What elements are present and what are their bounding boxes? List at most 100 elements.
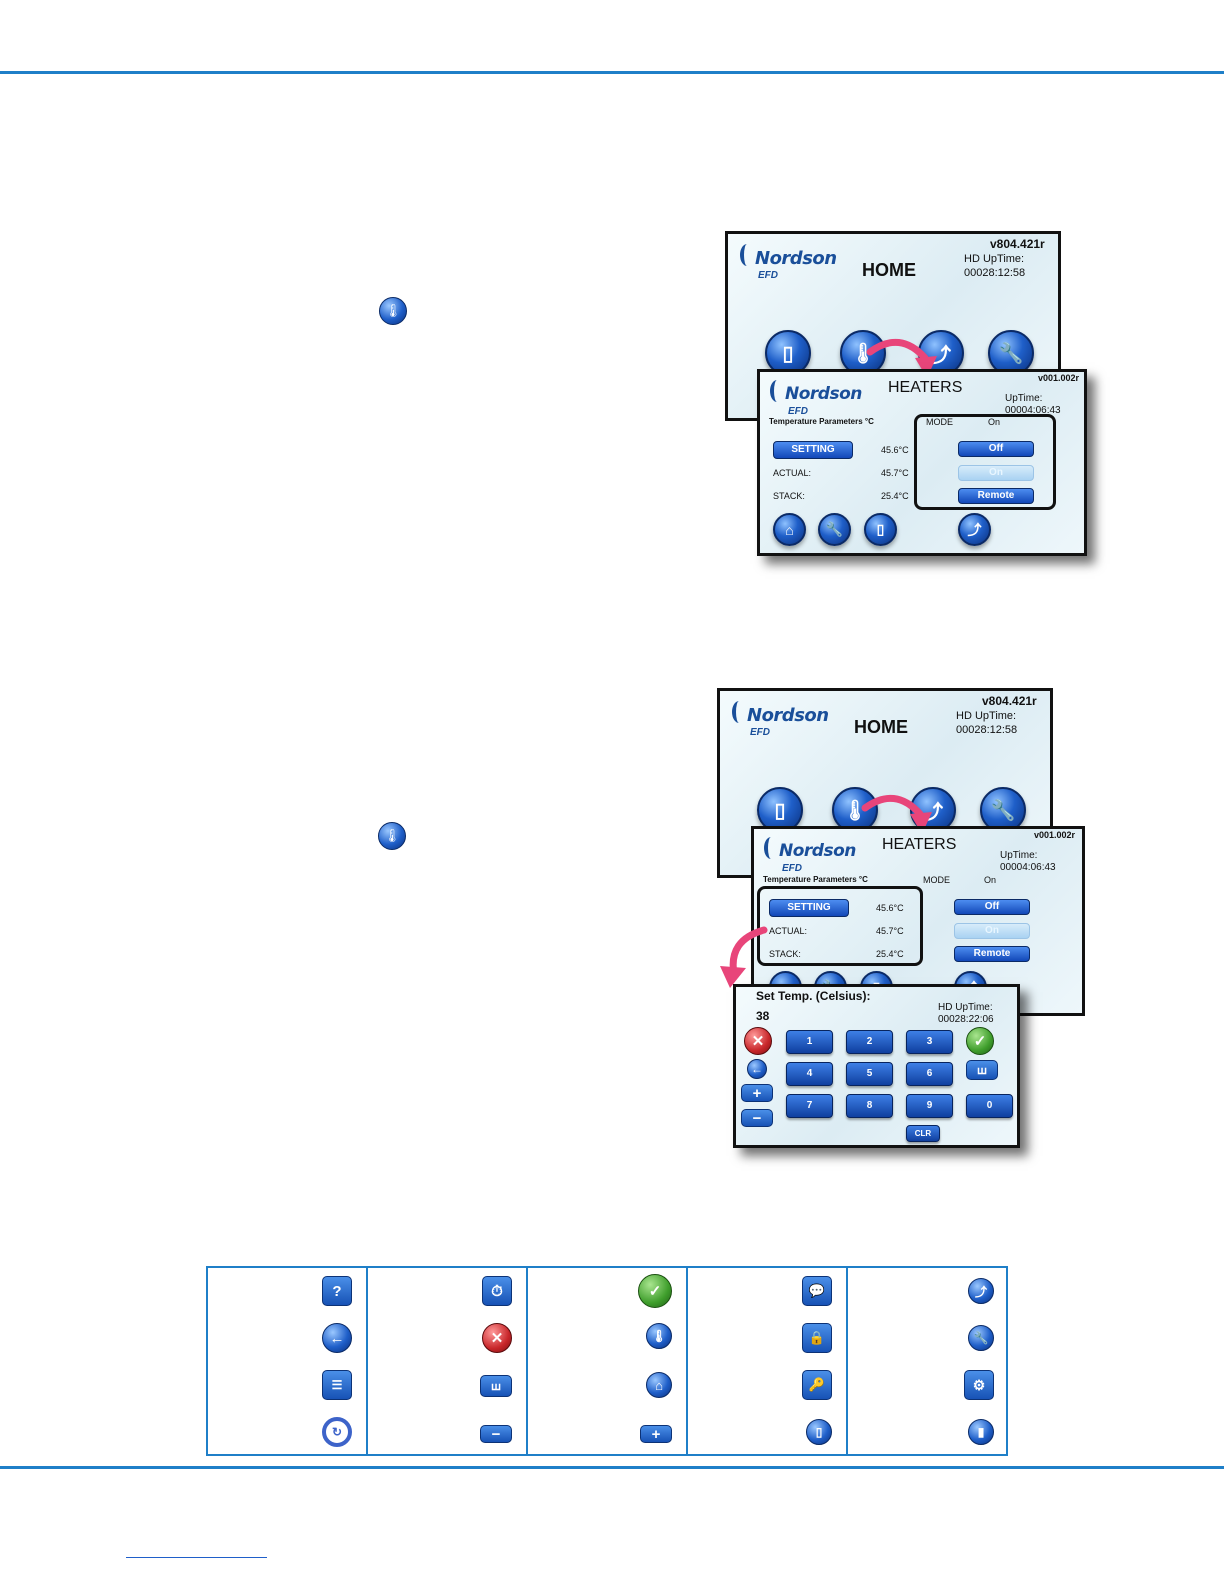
page-title: HOME xyxy=(862,260,916,280)
setting-button[interactable]: SETTING xyxy=(773,441,853,459)
setting-value: 45.6°C xyxy=(881,445,909,455)
params-label: Temperature Parameters °C xyxy=(769,417,874,426)
actual-value: 45.7°C xyxy=(876,926,904,936)
legend-column-1: ? ← ☰ ↻ xyxy=(208,1268,368,1454)
cancel-icon: ✕ xyxy=(482,1323,512,1353)
wrench-button[interactable]: 🔧 xyxy=(818,513,851,546)
thermometer-icon: 🌡 xyxy=(379,297,407,325)
help-icon: ? xyxy=(322,1276,352,1306)
version-label: v804.421r xyxy=(990,237,1045,251)
legend-column-4: 💬 🔒 🔑 ▯ xyxy=(688,1268,848,1454)
minus-icon[interactable]: − xyxy=(741,1109,773,1127)
plus-icon: + xyxy=(640,1425,672,1443)
key-9[interactable]: 9 xyxy=(906,1094,953,1118)
back-arrow-icon: ← xyxy=(322,1323,352,1353)
uptime-label: UpTime: xyxy=(1000,850,1038,861)
uptime-value: 00028:12:58 xyxy=(964,267,1026,279)
uptime-label: HD UpTime: xyxy=(938,1002,993,1013)
mode-highlight xyxy=(914,414,1056,510)
settings-list-icon: ☰ xyxy=(322,1370,352,1400)
footer-link-underline xyxy=(126,1557,267,1558)
actual-label: ACTUAL: xyxy=(773,468,812,478)
page-title: HEATERS xyxy=(882,836,957,853)
legend-column-2: ⏱ ✕ ꟺ − xyxy=(368,1268,528,1454)
key-1[interactable]: 1 xyxy=(786,1030,833,1054)
wrench-button[interactable]: 🔧 xyxy=(988,330,1034,376)
transition-arrow xyxy=(720,926,768,988)
setting-button[interactable]: SETTING xyxy=(769,899,849,917)
lock-icon: 🔒 xyxy=(802,1323,832,1353)
key-5[interactable]: 5 xyxy=(846,1062,893,1086)
version-label: v001.002r xyxy=(1034,830,1076,840)
cancel-icon[interactable]: ✕ xyxy=(744,1027,772,1055)
params-label: Temperature Parameters °C xyxy=(763,875,868,884)
key-8[interactable]: 8 xyxy=(846,1094,893,1118)
nordson-logo: Nordson xyxy=(785,384,862,404)
on-button[interactable]: On xyxy=(954,923,1030,939)
stack-value: 25.4°C xyxy=(881,491,909,501)
uptime-value: 00004:06:43 xyxy=(1005,405,1061,416)
keypad-screen: Set Temp. (Celsius): 38 HD UpTime: 00028… xyxy=(733,984,1020,1148)
stack-value: 25.4°C xyxy=(876,949,904,959)
nordson-logo: Nordson xyxy=(747,705,829,726)
reset-icon: ↻ xyxy=(322,1417,352,1447)
key-6[interactable]: 6 xyxy=(906,1062,953,1086)
page-title: HOME xyxy=(854,717,908,737)
key-7[interactable]: 7 xyxy=(786,1094,833,1118)
version-label: v001.002r xyxy=(1038,373,1080,383)
heater-icon: ꟺ xyxy=(480,1375,512,1397)
valve-icon: ▮ xyxy=(968,1419,994,1445)
graph-button[interactable]: ⤴ xyxy=(958,513,991,546)
icon-legend: ? ← ☰ ↻ ⏱ ✕ ꟺ − ✓ 🌡 ⌂ + 💬 🔒 🔑 ▯ ⤴ 🔧 ⚙ ▮ xyxy=(206,1266,1008,1456)
clear-button[interactable]: CLR xyxy=(906,1125,940,1142)
message-icon: 💬 xyxy=(802,1276,832,1306)
timer-icon: ⏱ xyxy=(482,1276,512,1306)
transition-arrow xyxy=(866,338,937,378)
uptime-label: UpTime: xyxy=(1005,393,1043,404)
keypad-title: Set Temp. (Celsius): xyxy=(756,989,871,1003)
key-4[interactable]: 4 xyxy=(786,1062,833,1086)
plus-icon[interactable]: + xyxy=(741,1084,773,1102)
off-button[interactable]: Off xyxy=(954,899,1030,915)
on-button[interactable]: On xyxy=(958,465,1034,481)
key-2[interactable]: 2 xyxy=(846,1030,893,1054)
version-label: v804.421r xyxy=(982,694,1037,708)
transition-arrow xyxy=(861,794,932,834)
minus-icon: − xyxy=(480,1425,512,1443)
key-0[interactable]: 0 xyxy=(966,1094,1013,1118)
top-rule xyxy=(0,71,1224,74)
uptime-label: HD UpTime: xyxy=(956,710,1017,722)
back-arrow-icon[interactable]: ← xyxy=(747,1059,767,1079)
key-icon: 🔑 xyxy=(802,1370,832,1400)
heater-icon[interactable]: ꟺ xyxy=(966,1060,998,1080)
actual-value: 45.7°C xyxy=(881,468,909,478)
page-title: HEATERS xyxy=(888,379,963,396)
graph-icon: ⤴ xyxy=(968,1278,994,1304)
off-button[interactable]: Off xyxy=(958,441,1034,457)
remote-button[interactable]: Remote xyxy=(958,488,1034,504)
stack-label: STACK: xyxy=(769,949,801,959)
heaters-screen: Nordson EFD HEATERS v001.002r UpTime: 00… xyxy=(757,369,1087,556)
uptime-label: HD UpTime: xyxy=(964,253,1025,265)
check-icon: ✓ xyxy=(638,1274,672,1308)
check-icon[interactable]: ✓ xyxy=(966,1027,994,1055)
remote-button[interactable]: Remote xyxy=(954,946,1030,962)
wrench-icon: 🔧 xyxy=(968,1325,994,1351)
home-icon: ⌂ xyxy=(646,1372,672,1398)
home-button[interactable]: ⌂ xyxy=(773,513,806,546)
uptime-value: 00004:06:43 xyxy=(1000,862,1056,873)
thermometer-icon: 🌡 xyxy=(646,1323,672,1349)
actual-label: ACTUAL: xyxy=(769,926,808,936)
key-3[interactable]: 3 xyxy=(906,1030,953,1054)
legend-column-3: ✓ 🌡 ⌂ + xyxy=(528,1268,688,1454)
dispense-button[interactable]: ▯ xyxy=(757,787,803,833)
dispense-button[interactable]: ▯ xyxy=(864,513,897,546)
mode-value: On xyxy=(984,875,997,885)
mode-label: MODE xyxy=(923,875,950,885)
uptime-value: 00028:12:58 xyxy=(956,724,1018,736)
mode-value: On xyxy=(988,417,1001,427)
keypad-entry: 38 xyxy=(756,1009,770,1023)
uptime-value: 00028:22:06 xyxy=(938,1014,994,1025)
dispense-button[interactable]: ▯ xyxy=(765,330,811,376)
thermometer-icon: 🌡 xyxy=(378,822,406,850)
